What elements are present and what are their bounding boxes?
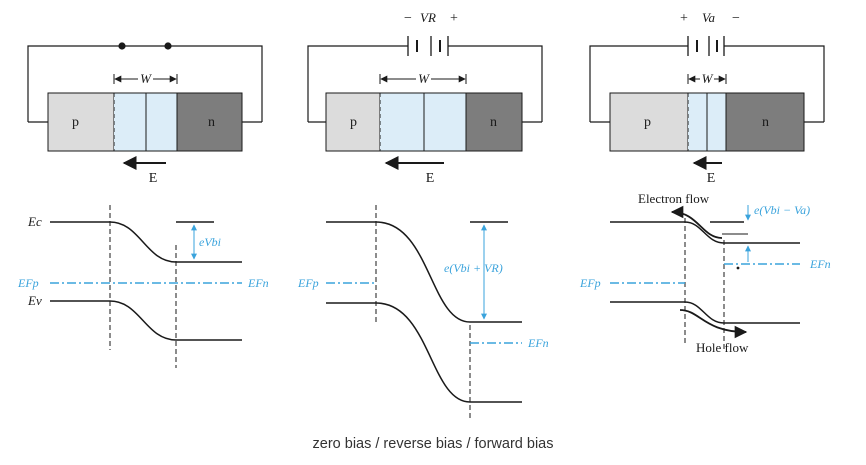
- n-region: [465, 92, 523, 152]
- efp-label: EFp: [297, 276, 319, 290]
- circuit-wire: [27, 45, 263, 122]
- hole-flow-arrow: [679, 309, 748, 339]
- n-label: n: [762, 115, 769, 130]
- depletion-region: [380, 93, 466, 151]
- efn-label: EFn: [527, 336, 549, 350]
- n-region: [725, 92, 805, 152]
- valence-band: [326, 302, 522, 403]
- p-label: p: [72, 115, 79, 130]
- valence-band: [50, 300, 242, 341]
- circuit-wire: [724, 45, 825, 122]
- battery-reverse-bias: [407, 36, 449, 56]
- barrier-label: e(Vbi + VR): [444, 261, 503, 275]
- p-label: p: [644, 115, 651, 130]
- efn-label: EFn: [809, 257, 831, 271]
- n-label: n: [490, 115, 497, 130]
- width-label-bg: [416, 71, 431, 85]
- figure-caption: zero bias / reverse bias / forward bias: [312, 436, 554, 452]
- panel-reverse-bias: − VR + W p n E EFp EFn e(Vbi + VR): [297, 10, 549, 418]
- terminal-dot-right: [164, 42, 172, 50]
- band-diagram-zero-bias: [50, 205, 242, 368]
- bias-label: VR: [420, 10, 436, 25]
- conduction-band: [326, 221, 522, 323]
- battery-forward-bias: [687, 36, 725, 56]
- width-label: W: [140, 71, 152, 86]
- device-outline: [325, 92, 523, 152]
- circuit-wire: [307, 45, 408, 122]
- efp-label: EFp: [17, 276, 39, 290]
- electron-flow-arrow: [670, 205, 723, 239]
- band-diagram-forward-bias: [610, 205, 800, 350]
- efn-label: EFn: [247, 276, 269, 290]
- width-label: W: [702, 71, 714, 86]
- terminal-dot-left: [118, 42, 126, 50]
- conduction-band: [610, 221, 800, 244]
- band-diagram-reverse-bias: [326, 205, 522, 418]
- valence-band: [610, 301, 800, 324]
- electron-flow-label: Electron flow: [638, 191, 710, 206]
- ec-label: Ec: [27, 214, 42, 229]
- sign-right: +: [450, 11, 458, 26]
- width-label-bg: [138, 71, 153, 85]
- barrier-label: eVbi: [199, 235, 221, 249]
- ev-label: Ev: [27, 293, 42, 308]
- sign-left: +: [680, 11, 688, 26]
- p-region: [47, 92, 115, 152]
- n-label: n: [208, 115, 215, 130]
- device-outline: [47, 92, 243, 152]
- field-label: E: [149, 171, 158, 186]
- barrier-label: e(Vbi − Va): [754, 203, 810, 217]
- circuit-reverse-bias: [307, 45, 543, 123]
- electron-dot: [736, 266, 740, 270]
- bias-label: Va: [702, 10, 716, 25]
- width-label-bg: [700, 71, 714, 85]
- panel-zero-bias: W p n E Ec Ev EFp EFn eVbi: [17, 42, 269, 368]
- field-label: E: [707, 171, 716, 186]
- width-label: W: [418, 71, 430, 86]
- panel-forward-bias: + Va − W p n E: [579, 10, 831, 355]
- p-label: p: [350, 115, 357, 130]
- conduction-band: [50, 221, 242, 263]
- sign-left: −: [404, 11, 412, 26]
- circuit-zero-bias: [27, 45, 263, 123]
- hole-flow-label: Hole flow: [696, 340, 749, 355]
- circuit-wire: [589, 45, 688, 122]
- efp-label: EFp: [579, 276, 601, 290]
- field-label: E: [426, 171, 435, 186]
- device-outline: [609, 92, 805, 152]
- circuit-forward-bias: [589, 45, 825, 123]
- circuit-wire: [448, 45, 543, 122]
- sign-right: −: [732, 11, 740, 26]
